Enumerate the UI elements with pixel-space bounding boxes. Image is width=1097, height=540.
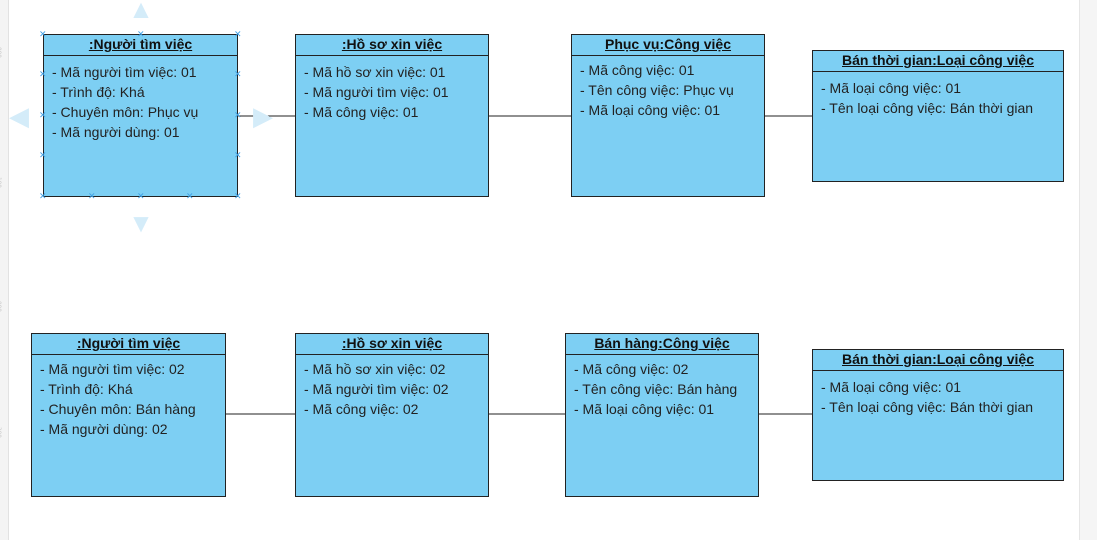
attribute: - Mã công việc: 01 [304,104,419,120]
x-handle-icon[interactable]: ✕ [234,69,242,79]
object-job-1[interactable]: Phục vụ:Công việc - Mã công việc: 01 - T… [571,34,765,197]
x-handle-icon[interactable]: ✕ [39,150,47,160]
object-title: :Hồ sơ xin việc [296,35,488,56]
x-handle-icon[interactable]: ✕ [234,191,242,201]
attribute-list: - Mã người tìm việc: 02 - Trình độ: Khá … [32,355,225,439]
ruler-label: 000 [0,46,2,58]
object-title: :Người tìm việc [32,334,225,355]
attribute: - Mã người dùng: 01 [52,124,180,140]
attribute: - Mã người tìm việc: 02 [304,381,449,397]
attribute: - Mã công việc: 02 [304,401,419,417]
attribute: - Tên công việc: Bán hàng [574,381,738,397]
object-jobtype-2[interactable]: Bán thời gian:Loại công việc - Mã loại c… [812,349,1064,481]
object-application-2[interactable]: :Hồ sơ xin việc - Mã hồ sơ xin việc: 02 … [295,333,489,497]
arrow-down-icon[interactable]: ▼ [128,208,154,238]
x-handle-icon[interactable]: ✕ [39,110,47,120]
arrow-left-icon[interactable]: ◀ [9,101,29,131]
object-title: Bán hàng:Công việc [566,334,758,355]
x-handle-icon[interactable]: ✕ [39,191,47,201]
attribute: - Tên loại công việc: Bán thời gian [821,100,1034,116]
attribute: - Mã hồ sơ xin việc: 02 [304,361,446,377]
attribute: - Mã người tìm việc: 02 [40,361,185,377]
attribute-list: - Mã công việc: 02 - Tên công việc: Bán … [566,355,758,419]
attribute: - Mã loại công việc: 01 [580,102,721,118]
object-application-1[interactable]: :Hồ sơ xin việc - Mã hồ sơ xin việc: 01 … [295,34,489,197]
x-handle-icon[interactable]: ✕ [186,191,194,201]
x-handle-icon[interactable]: ✕ [88,191,96,201]
attribute: - Tên công việc: Phục vụ [580,82,734,98]
attribute-list: - Mã hồ sơ xin việc: 01 - Mã người tìm v… [296,56,488,122]
attribute: - Trình độ: Khá [40,381,133,397]
attribute: - Mã công việc: 02 [574,361,689,377]
attribute-list: - Mã loại công việc: 01 - Tên loại công … [813,72,1063,118]
attribute: - Mã người tìm việc: 01 [52,64,197,80]
attribute: - Mã công việc: 01 [580,62,695,78]
x-handle-icon[interactable]: ✕ [234,150,242,160]
x-handle-icon[interactable]: ✕ [234,29,242,39]
attribute: - Mã người tìm việc: 01 [304,84,449,100]
x-handle-icon[interactable]: ✕ [39,29,47,39]
object-title: Bán thời gian:Loại công việc [813,51,1063,72]
attribute: - Mã loại công việc: 01 [821,80,962,96]
attribute: - Mã người dùng: 02 [40,421,168,437]
ruler-label: 300 [0,426,2,438]
attribute-list: - Mã công việc: 01 - Tên công việc: Phục… [572,56,764,120]
object-seeker-1[interactable]: :Người tìm việc - Mã người tìm việc: 01 … [43,34,238,197]
object-job-2[interactable]: Bán hàng:Công việc - Mã công việc: 02 - … [565,333,759,497]
attribute-list: - Mã loại công việc: 01 - Tên loại công … [813,371,1063,417]
attribute: - Chuyên môn: Bán hàng [40,401,196,417]
x-handle-icon[interactable]: ✕ [39,69,47,79]
arrow-right-icon[interactable]: ▶ [253,101,273,131]
attribute: - Trình độ: Khá [52,84,145,100]
arrow-up-icon[interactable]: ▲ [128,0,154,24]
object-title: :Hồ sơ xin việc [296,334,488,355]
attribute-list: - Mã hồ sơ xin việc: 02 - Mã người tìm v… [296,355,488,419]
vertical-scrollbar[interactable] [1079,0,1097,540]
vertical-ruler: 000 100 000 300 [0,0,9,540]
x-handle-icon[interactable]: ✕ [137,191,145,201]
attribute: - Mã hồ sơ xin việc: 01 [304,64,446,80]
ruler-label: 000 [0,300,2,312]
object-jobtype-1[interactable]: Bán thời gian:Loại công việc - Mã loại c… [812,50,1064,182]
object-title: Phục vụ:Công việc [572,35,764,56]
attribute-list: - Mã người tìm việc: 01 - Trình độ: Khá … [44,56,237,142]
object-title: Bán thời gian:Loại công việc [813,350,1063,371]
x-handle-icon[interactable]: ✕ [234,110,242,120]
attribute: - Mã loại công việc: 01 [821,379,962,395]
attribute: - Mã loại công việc: 01 [574,401,715,417]
x-handle-icon[interactable]: ✕ [137,29,145,39]
ruler-label: 100 [0,176,2,188]
object-seeker-2[interactable]: :Người tìm việc - Mã người tìm việc: 02 … [31,333,226,497]
attribute: - Chuyên môn: Phục vụ [52,104,199,120]
attribute: - Tên loại công việc: Bán thời gian [821,399,1034,415]
object-title: :Người tìm việc [44,35,237,56]
